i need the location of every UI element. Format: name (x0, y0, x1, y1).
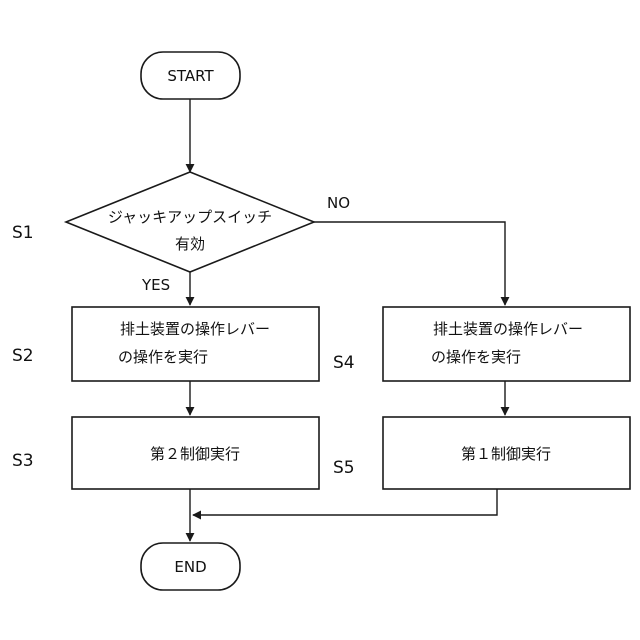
s4-text-line2: の操作を実行 (431, 348, 521, 366)
s5-text: 第１制御実行 (461, 445, 551, 463)
step-label-s5: S5 (333, 458, 355, 478)
step-label-s1: S1 (12, 223, 34, 243)
end-label: END (174, 558, 206, 576)
s3-text: 第２制御実行 (150, 445, 240, 463)
connector-s5-to-merge (193, 489, 497, 515)
branch-yes-label: YES (141, 276, 170, 294)
s2-text-line1: 排土装置の操作レバー (120, 320, 270, 338)
connector-s1-to-s4 (314, 222, 505, 305)
step-label-s3: S3 (12, 451, 34, 471)
step-label-s4: S4 (333, 353, 355, 373)
s4-text-line1: 排土装置の操作レバー (433, 320, 583, 338)
s1-text-line1: ジャッキアップスイッチ (108, 208, 272, 226)
s2-text-line2: の操作を実行 (118, 348, 208, 366)
step-label-s2: S2 (12, 346, 34, 366)
s4-process-box (383, 307, 630, 381)
branch-no-label: NO (327, 194, 350, 212)
s2-process-box (72, 307, 319, 381)
s1-text-line2: 有効 (175, 235, 205, 253)
start-label: START (167, 67, 214, 85)
